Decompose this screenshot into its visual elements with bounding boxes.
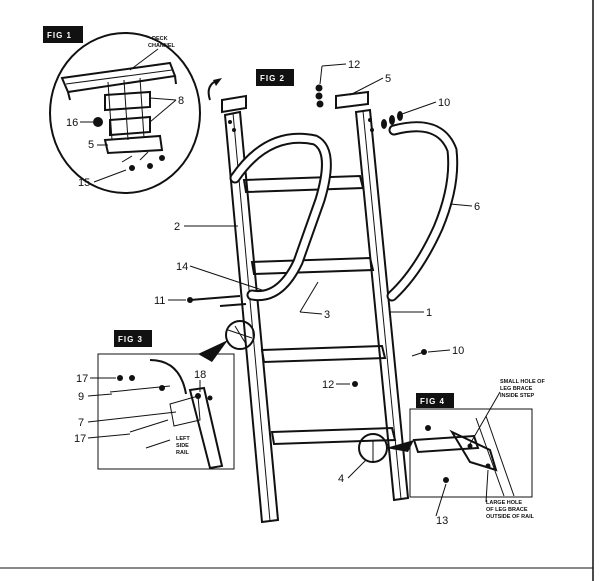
fig4-tag-text: FIG 4 [420,397,445,406]
fig4-tag [416,393,454,408]
fig3-detail-circle [225,320,255,350]
callout-15: 15 [78,177,90,189]
fig4-inset: FIG 4 SMALL HOLE OF LEG BRACE INSIDE STE… [409,379,545,527]
large-hole-note-1: LARGE HOLE [486,500,522,506]
left-side-rail-note-1: LEFT [176,436,190,442]
fig1-nut-16 [93,117,103,127]
small-hole-note-3: INSIDE STEP [500,393,535,399]
callout-16: 16 [66,117,78,129]
lower-bracket [109,115,151,137]
step-2 [250,256,375,276]
callout-9: 9 [78,391,84,403]
left-side-rail [223,110,280,524]
fig1-tag-text: FIG 1 [47,31,72,40]
callout-4: 4 [338,473,344,485]
right-top-hook [335,90,369,110]
callout-13: 13 [436,515,448,527]
fig1-circle [49,32,201,194]
small-hole-note-2: LEG BRACE [500,386,533,392]
fig3-inset: FIG 3 17 9 7 17 18 LEFT SIDE RAIL [74,330,235,470]
fig3-tag [114,330,152,347]
fig3-pointer [198,340,228,362]
bolt-12-lower [352,381,358,387]
callout-6: 6 [474,201,480,213]
fig4-frame [409,408,533,498]
fig1-tag [43,26,83,43]
callout-3: 3 [324,309,330,321]
callout-10-lower: 10 [452,345,464,357]
deck-channel-label-2: CHANNEL [148,43,176,49]
large-hole-note-3: OUTSIDE OF RAIL [486,514,535,520]
bolt-11 [189,295,247,307]
callout-5-fig1: 5 [88,139,94,151]
left-side-rail-note-2: SIDE [176,443,189,449]
hook-clip [103,134,164,155]
callout-14: 14 [176,261,188,273]
washer-stack-12 [315,84,323,92]
small-hole-note-1: SMALL HOLE OF [500,379,545,385]
callout-1: 1 [426,307,432,319]
callout-12-top: 12 [348,59,360,71]
large-hole-note-2: OF LEG BRACE [486,507,528,513]
callout-12-lower: 12 [322,379,334,391]
fig3-frame [97,353,235,470]
callout-8: 8 [178,95,184,107]
fig4-pointer [386,440,414,452]
fig3-tag-text: FIG 3 [118,335,143,344]
step-4 [270,426,397,446]
right-side-rail [354,108,410,502]
left-top-hook [221,94,247,114]
left-side-rail-note-3: RAIL [176,450,189,456]
deck-channel-label-1: DECK [152,36,168,42]
fig2-tag-text: FIG 2 [260,74,285,83]
step-3 [260,344,387,364]
callout-7: 7 [78,417,84,429]
bolts-10-top [381,111,403,129]
callout-2: 2 [174,221,180,233]
fig2-tag [256,69,294,86]
callout-17-bottom: 17 [74,433,86,445]
step-1 [242,174,365,194]
upper-bracket [104,90,151,112]
callout-11: 11 [154,295,165,307]
deck-channel [60,61,177,101]
callout-5-top: 5 [385,73,391,85]
callout-10-top: 10 [438,97,450,109]
callout-18: 18 [194,369,206,381]
fig1-inset: FIG 1 DECK CHANNEL 8 16 5 15 [43,26,201,194]
callout-17-top: 17 [76,373,88,385]
